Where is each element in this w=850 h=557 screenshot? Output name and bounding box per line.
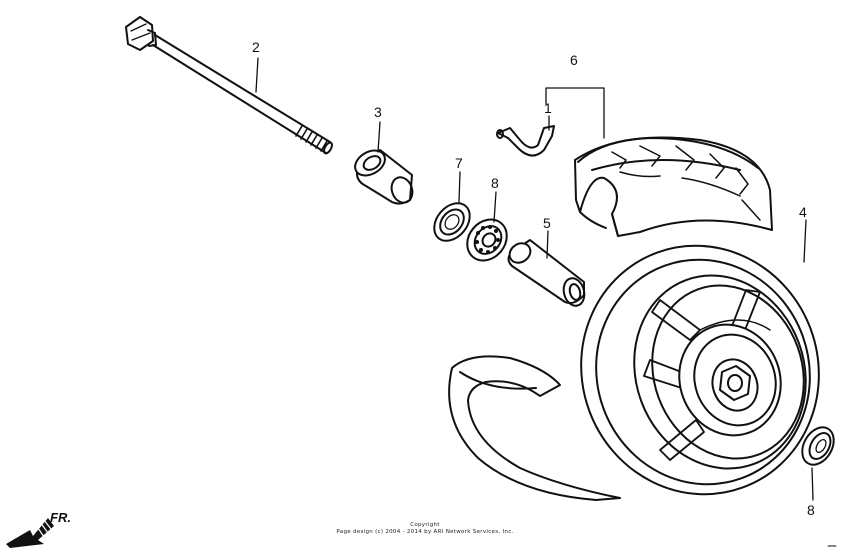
dust-seal	[433, 202, 471, 242]
callout-8-left: 8	[491, 175, 499, 191]
callout-5: 5	[543, 215, 551, 231]
bearing-left	[466, 218, 508, 262]
callout-4: 4	[799, 204, 807, 220]
axle-bolt	[125, 16, 333, 155]
callout-8-right: 8	[807, 502, 815, 518]
copyright-line-1: Copyright	[410, 522, 440, 528]
tire-tube	[448, 355, 621, 501]
collar	[354, 149, 414, 205]
callout-1: 1	[544, 100, 552, 116]
callout-3: 3	[374, 104, 382, 120]
callout-7: 7	[455, 155, 463, 171]
copyright-line-2: Page design (c) 2004 - 2014 by ARI Netwo…	[336, 529, 514, 535]
distance-collar	[507, 239, 586, 307]
wheel-rim	[580, 244, 820, 496]
callout-6: 6	[570, 52, 578, 68]
bearing-right	[801, 426, 835, 466]
leader-lines	[255, 57, 814, 501]
callout-2: 2	[252, 39, 260, 55]
front-direction-arrow: FR.	[6, 510, 71, 548]
direction-label: FR.	[50, 510, 71, 525]
air-valve	[496, 125, 555, 157]
tire	[574, 136, 773, 237]
